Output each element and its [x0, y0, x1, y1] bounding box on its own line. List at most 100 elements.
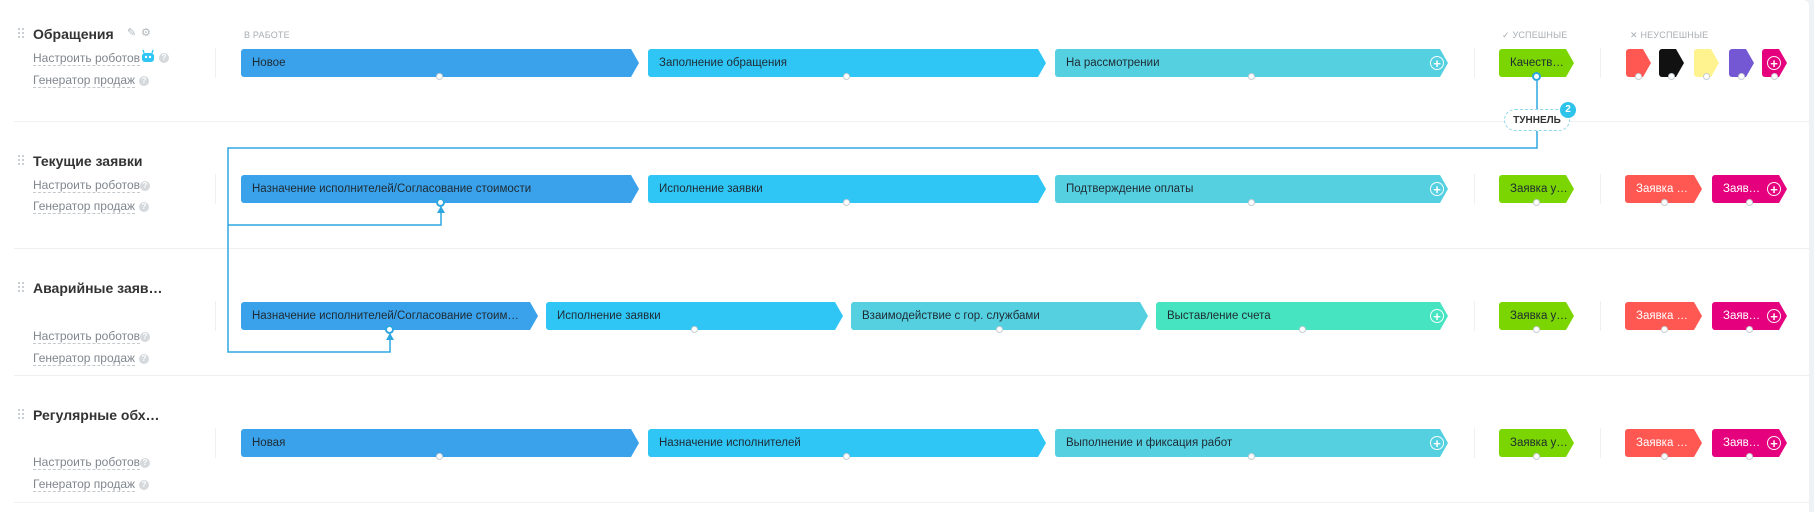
stage-assign[interactable]: Назначение исполнителей — [648, 429, 1046, 457]
drag-handle-icon[interactable] — [18, 282, 24, 294]
tunnel-dot-active[interactable] — [385, 325, 394, 334]
configure-robots-link[interactable]: Настроить роботов — [33, 178, 141, 193]
divider — [215, 48, 216, 78]
stage-review[interactable]: На рассмотрении — [1055, 49, 1448, 77]
tunnel-dot[interactable] — [1248, 73, 1255, 80]
category-title: Текущие заявки — [33, 153, 143, 169]
divider — [215, 301, 216, 331]
configure-robots-link[interactable]: Настроить роботов — [33, 51, 141, 66]
stage-invoice[interactable]: Выставление счета — [1156, 302, 1448, 330]
tunnel-dot[interactable] — [1661, 199, 1668, 206]
add-stage-icon[interactable]: + — [1767, 56, 1781, 70]
add-stage-icon[interactable]: + — [1767, 436, 1781, 450]
tunnel-dot[interactable] — [1703, 73, 1710, 80]
stage-success[interactable]: Заявка у… — [1499, 302, 1574, 330]
tunnel-line — [227, 131, 1538, 353]
category-title: Аварийные заяв… — [33, 280, 163, 296]
stage-fill-request[interactable]: Заполнение обращения — [648, 49, 1046, 77]
tunnel-dot[interactable] — [1635, 73, 1642, 80]
stage-failure[interactable]: Заявка … — [1625, 302, 1702, 330]
tunnel-dot[interactable] — [843, 453, 850, 460]
add-stage-icon[interactable]: + — [1767, 182, 1781, 196]
help-icon[interactable]: ? — [140, 332, 150, 342]
edit-pencil-icon[interactable]: ✎ — [127, 27, 137, 39]
stage-success[interactable]: Заявка у… — [1499, 429, 1574, 457]
tunnel-dot[interactable] — [996, 326, 1003, 333]
tunnel-dot[interactable] — [843, 199, 850, 206]
tunnel-dot-active[interactable] — [436, 198, 445, 207]
divider — [1474, 174, 1475, 204]
divider — [215, 428, 216, 458]
tunnel-dot[interactable] — [1738, 73, 1745, 80]
help-icon[interactable]: ? — [140, 458, 150, 468]
sales-generator-link[interactable]: Генератор продаж — [33, 199, 136, 214]
stage-new[interactable]: Новое — [241, 49, 639, 77]
divider — [1600, 174, 1601, 204]
divider — [1474, 301, 1475, 331]
tunnel-dot[interactable] — [1299, 326, 1306, 333]
tunnel-label[interactable]: ТУННЕЛЬ — [1504, 109, 1570, 131]
tunnel-dot[interactable] — [1746, 199, 1753, 206]
help-icon[interactable]: ? — [139, 76, 149, 86]
tunnel-dot[interactable] — [1668, 73, 1675, 80]
sales-generator-link[interactable]: Генератор продаж — [33, 477, 136, 492]
tunnel-dot[interactable] — [1533, 453, 1540, 460]
configure-robots-link[interactable]: Настроить роботов — [33, 329, 141, 344]
configure-robots-link[interactable]: Настроить роботов — [33, 455, 141, 470]
stage-execution[interactable]: Исполнение заявки — [546, 302, 843, 330]
tunnel-dot[interactable] — [1746, 453, 1753, 460]
header-failure: ✕ НЕУСПЕШНЫЕ — [1630, 30, 1709, 40]
tunnel-dot[interactable] — [1661, 453, 1668, 460]
category-title: Обращения — [33, 26, 114, 42]
add-stage-icon[interactable]: + — [1430, 436, 1444, 450]
category-title: Регулярные обх… — [33, 407, 160, 423]
sales-generator-link[interactable]: Генератор продаж — [33, 351, 136, 366]
add-stage-icon[interactable]: + — [1430, 309, 1444, 323]
add-stage-icon[interactable]: + — [1430, 182, 1444, 196]
add-stage-icon[interactable]: + — [1430, 56, 1444, 70]
tunnel-count-badge: 2 — [1560, 102, 1576, 118]
divider — [1474, 428, 1475, 458]
gear-icon[interactable]: ⚙ — [141, 27, 151, 39]
help-icon[interactable]: ? — [140, 181, 150, 191]
divider — [1600, 301, 1601, 331]
row-separator — [14, 502, 1809, 503]
stage-execute-works[interactable]: Выполнение и фиксация работ — [1055, 429, 1448, 457]
stage-new[interactable]: Новая — [241, 429, 639, 457]
drag-handle-icon[interactable] — [18, 155, 24, 167]
tunnel-dot[interactable] — [843, 73, 850, 80]
help-icon[interactable]: ? — [139, 354, 149, 364]
drag-handle-icon[interactable] — [18, 409, 24, 421]
tunnel-dot[interactable] — [1248, 199, 1255, 206]
help-icon[interactable]: ? — [139, 202, 149, 212]
add-stage-icon[interactable]: + — [1767, 309, 1781, 323]
stage-execution[interactable]: Исполнение заявки — [648, 175, 1046, 203]
row-separator — [14, 121, 1809, 122]
tunnel-dot[interactable] — [1771, 73, 1778, 80]
tunnel-line — [228, 207, 442, 226]
stage-failure[interactable]: Заявка … — [1625, 175, 1702, 203]
stage-city-services[interactable]: Взаимодействие с гор. службами — [851, 302, 1148, 330]
stage-failure[interactable]: Заявка … — [1625, 429, 1702, 457]
tunnel-dot[interactable] — [1746, 326, 1753, 333]
help-icon[interactable]: ? — [139, 480, 149, 490]
tunnel-dot[interactable] — [1248, 453, 1255, 460]
tunnel-dot[interactable] — [691, 326, 698, 333]
sales-generator-link[interactable]: Генератор продаж — [33, 73, 136, 88]
tunnel-dot[interactable] — [1533, 326, 1540, 333]
divider — [1600, 428, 1601, 458]
row-separator — [14, 375, 1809, 376]
arrow-head-icon — [437, 206, 445, 213]
stage-payment-confirm[interactable]: Подтверждение оплаты — [1055, 175, 1448, 203]
drag-handle-icon[interactable] — [18, 28, 24, 40]
tunnel-dot[interactable] — [436, 73, 443, 80]
stage-success[interactable]: Заявка у… — [1499, 175, 1574, 203]
divider — [215, 174, 216, 204]
tunnel-dot[interactable] — [1661, 326, 1668, 333]
help-icon[interactable]: ? — [159, 53, 169, 63]
tunnel-dot[interactable] — [436, 453, 443, 460]
tunnel-dot-active[interactable] — [1532, 72, 1541, 81]
tunnel-dot[interactable] — [1533, 199, 1540, 206]
